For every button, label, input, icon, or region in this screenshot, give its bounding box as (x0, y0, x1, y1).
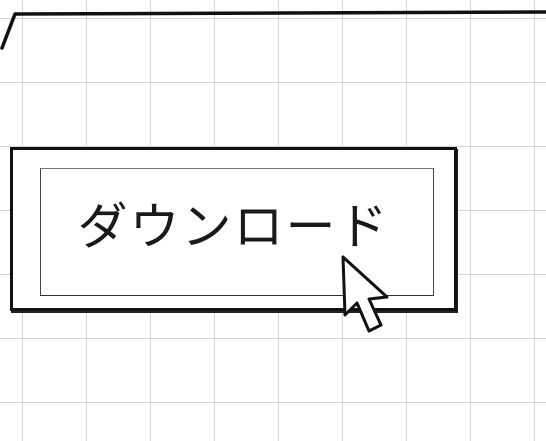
arrow-cursor-icon (341, 255, 389, 333)
button-inner-frame (40, 168, 434, 296)
download-button[interactable]: ダウンロード (10, 147, 457, 311)
download-button-label: ダウンロード (77, 198, 390, 256)
